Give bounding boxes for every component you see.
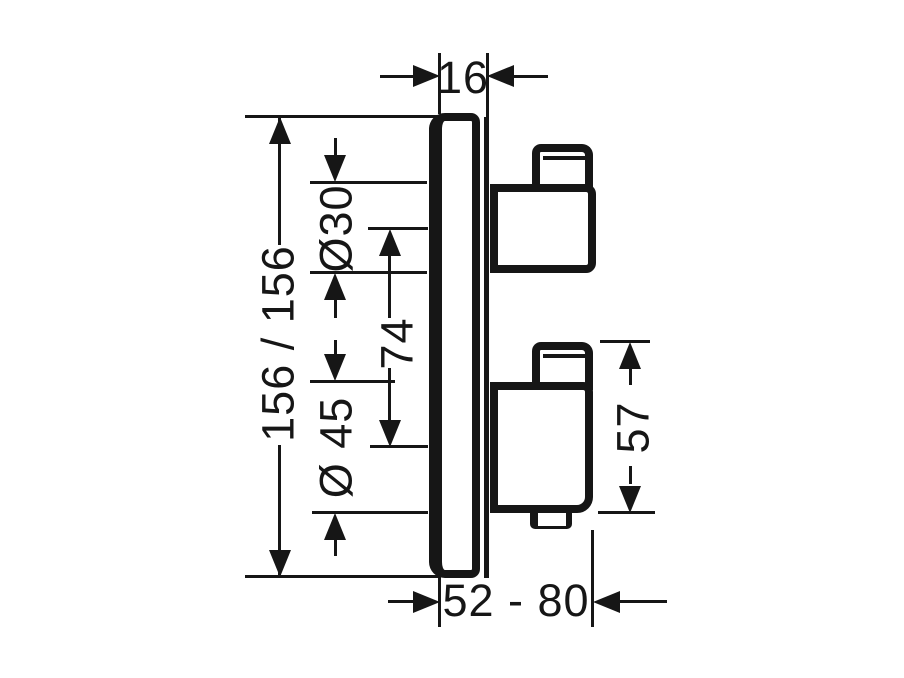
dim-dia30-approach-line-bottom	[334, 300, 337, 318]
dim-dia45-extension-line-top	[310, 380, 395, 383]
bottom-handle-lever-detail-line	[543, 354, 585, 358]
dim-156-label: 156 / 156	[252, 245, 304, 442]
dim-16-leader-line-left	[380, 75, 413, 78]
dim-dia30-extension-line-top	[310, 181, 427, 184]
dim-156-extension-line-bottom	[245, 575, 438, 578]
dim-156-arrowhead-bottom	[269, 550, 291, 577]
sleeve-face-line	[484, 117, 489, 578]
bottom-handle-base	[490, 382, 593, 513]
dim-74-extension-line-bottom	[370, 445, 428, 448]
dim-52-80-label: 52 - 80	[442, 575, 590, 626]
dim-dia45-approach-line-bottom	[334, 540, 337, 556]
dim-dia45-arrowhead-bottom	[324, 513, 346, 540]
dim-74-line-lower	[388, 368, 391, 420]
dim-57-label: 57	[607, 401, 659, 454]
dim-52-80-leader-line-right	[620, 600, 667, 603]
dim-dia30-approach-line-top	[334, 138, 337, 158]
dim-16-arrowhead-right	[487, 65, 514, 87]
dim-16-arrowhead-left	[413, 65, 440, 87]
dim-dia45-extension-line-bottom	[312, 511, 428, 514]
dim-156-line-lower	[278, 445, 281, 576]
dim-dia45-arrowhead-top	[324, 354, 346, 381]
dim-dia30-arrowhead-bottom	[324, 273, 346, 300]
dim-57-arrowhead-bottom	[619, 486, 641, 513]
dim-57-extension-line-bottom	[598, 511, 655, 514]
dim-74-line-upper	[388, 256, 391, 318]
dim-52-80-arrowhead-left	[413, 591, 440, 613]
dim-52-80-arrowhead-right	[593, 591, 620, 613]
dim-156-extension-line-top	[245, 115, 441, 118]
dim-dia45-label: Ø 45	[310, 396, 362, 499]
dim-dia30-arrowhead-top	[324, 155, 346, 182]
dim-57-line-upper	[629, 369, 632, 385]
top-handle-base	[490, 184, 596, 273]
dim-dia45-approach-line-top	[334, 340, 337, 356]
dim-52-80-extension-line-right	[591, 530, 594, 627]
dim-16-leader-line-right	[514, 75, 548, 78]
dim-74-label: 74	[371, 317, 423, 370]
top-handle-lever-detail-line	[543, 156, 585, 160]
dim-57-extension-line-top	[600, 340, 650, 343]
safety-stop-tab	[530, 513, 572, 529]
dim-52-80-leader-line-left	[388, 600, 413, 603]
dim-156-line-upper	[278, 117, 281, 245]
dim-57-line-lower	[629, 466, 632, 484]
wall-plate	[429, 113, 480, 578]
dim-16-label: 16	[437, 52, 490, 103]
dim-dia30-label: Ø30	[310, 184, 362, 273]
dim-dia30-extension-line-bottom	[310, 271, 427, 274]
dim-74-arrowhead-bottom	[379, 420, 401, 447]
dim-74-arrowhead-top	[379, 229, 401, 256]
dim-57-arrowhead-top	[619, 342, 641, 369]
dim-74-extension-line-top	[368, 227, 428, 230]
